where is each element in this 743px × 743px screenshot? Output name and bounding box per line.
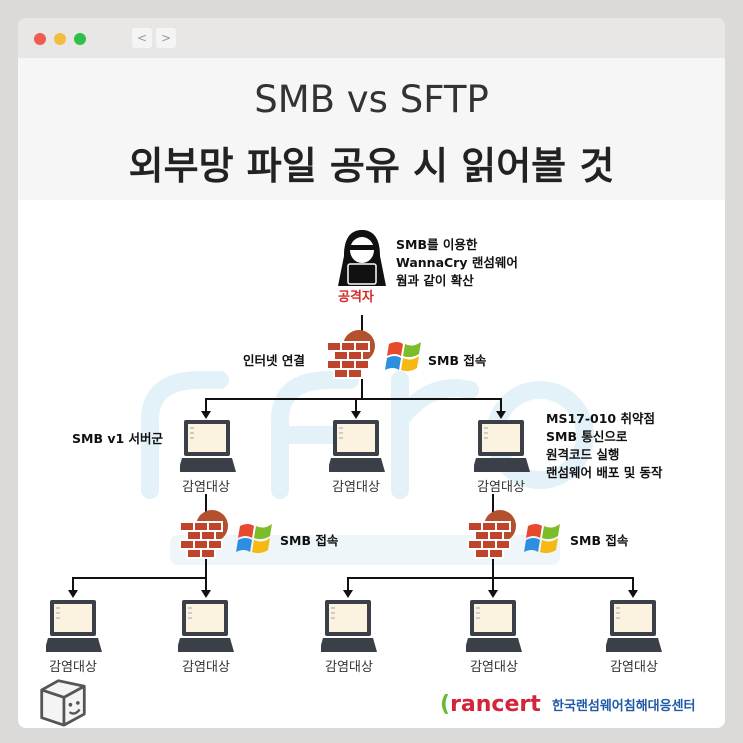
infected-label: 감염대상	[610, 660, 658, 675]
laptop-icon	[474, 420, 530, 472]
arrow-icon	[628, 590, 638, 598]
windows-logo-icon	[524, 524, 560, 554]
browser-card: < > SMB vs SFTP 외부망 파일 공유 시 읽어볼 것	[18, 18, 725, 728]
title-line-2: 외부망 파일 공유 시 읽어볼 것	[128, 144, 615, 188]
note-line: SMB를 이용한	[396, 237, 478, 252]
arrow-icon	[68, 590, 78, 598]
laptop-icon	[46, 600, 102, 652]
note-line: 원격코드 실행	[546, 447, 620, 462]
laptop-icon	[180, 420, 236, 472]
back-button[interactable]: <	[132, 28, 152, 48]
title-line-1: SMB vs SFTP	[254, 78, 489, 121]
note-line: MS17-010 취약점	[546, 411, 655, 426]
firewall-icon	[467, 509, 517, 559]
window-toolbar: < >	[18, 18, 725, 58]
laptop-icon	[178, 600, 234, 652]
laptop-icon	[606, 600, 662, 652]
arrow-icon	[201, 411, 211, 419]
maximize-dot-icon[interactable]	[74, 33, 86, 45]
firewall-icon	[179, 509, 229, 559]
arrow-icon	[351, 411, 361, 419]
note-line: SMB 통신으로	[546, 429, 628, 444]
minimize-dot-icon[interactable]	[54, 33, 66, 45]
infected-label: 감염대상	[477, 480, 525, 495]
infected-label: 감염대상	[332, 480, 380, 495]
rancert-logo: (rancert	[440, 692, 541, 717]
smiley-box-icon	[40, 679, 86, 727]
windows-logo-icon	[236, 524, 272, 554]
infected-label: 감염대상	[470, 660, 518, 675]
smb-access-label: SMB 접속	[280, 533, 339, 548]
infected-label: 감염대상	[325, 660, 373, 675]
laptop-icon	[466, 600, 522, 652]
laptop-icon	[329, 420, 385, 472]
arrow-icon	[201, 590, 211, 598]
vuln-note: MS17-010 취약점 SMB 통신으로 원격코드 실행 랜섬웨어 배포 및 …	[546, 410, 663, 482]
attacker-label: 공격자	[338, 290, 374, 305]
smb-access-label: SMB 접속	[570, 533, 629, 548]
close-dot-icon[interactable]	[34, 33, 46, 45]
logo-text: rancert	[450, 692, 541, 717]
infected-label: 감염대상	[182, 660, 230, 675]
org-name: 한국랜섬웨어침해대응센터	[552, 699, 696, 714]
note-line: WannaCry 랜섬웨어	[396, 255, 518, 270]
attacker-note: SMB를 이용한 WannaCry 랜섬웨어 웜과 같이 확산	[396, 236, 518, 290]
infected-label: 감염대상	[49, 660, 97, 675]
arrow-icon	[488, 590, 498, 598]
infected-label: 감염대상	[182, 480, 230, 495]
windows-logo-icon	[385, 342, 421, 372]
forward-button[interactable]: >	[156, 28, 176, 48]
note-line: 웜과 같이 확산	[396, 273, 474, 288]
smb-access-label: SMB 접속	[428, 353, 487, 368]
arrow-icon	[496, 411, 506, 419]
laptop-icon	[321, 600, 377, 652]
server-group-label: SMB v1 서버군	[72, 431, 164, 446]
note-line: 랜섬웨어 배포 및 동작	[546, 465, 663, 480]
title-area	[18, 58, 725, 200]
firewall-icon	[326, 329, 376, 379]
internet-label: 인터넷 연결	[243, 353, 305, 368]
arrow-icon	[343, 590, 353, 598]
hacker-icon	[338, 230, 386, 286]
